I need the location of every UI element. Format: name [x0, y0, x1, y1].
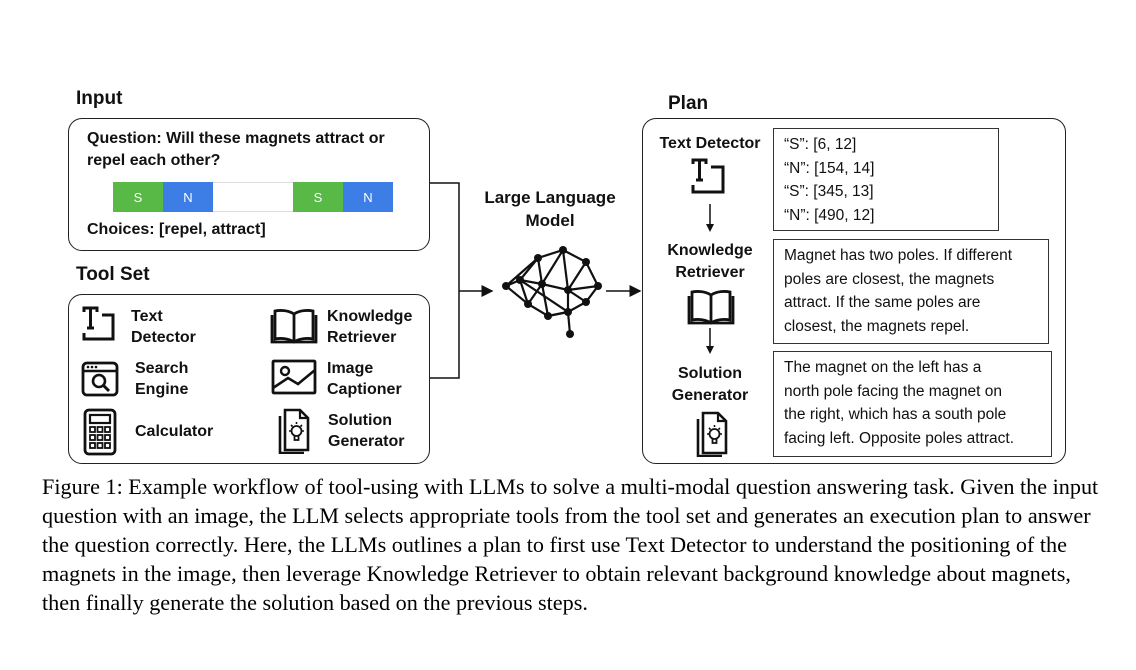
output-line: The magnet on the left has a [784, 359, 982, 376]
calculator-icon [82, 408, 118, 456]
magnets-image: S N S N [113, 182, 393, 212]
output-line: “N”: [154, 14] [784, 159, 875, 177]
solution-generator-output: The magnet on the left has a north pole … [773, 351, 1052, 457]
brain-network-icon [498, 240, 608, 340]
toolset-panel [68, 294, 430, 464]
tool-label-line: Calculator [135, 423, 214, 440]
lightbulb-document-icon [694, 411, 730, 457]
magnet-segment: S [293, 182, 343, 212]
tool-label-line: Generator [328, 433, 405, 450]
magnet-segment: N [163, 182, 213, 212]
plan-step-text-detector: Text Detector [646, 133, 774, 155]
output-line: closest, the magnets repel. [784, 317, 970, 335]
text-detector-icon [80, 306, 120, 342]
tool-label-line: Captioner [327, 381, 402, 398]
tool-search-engine: Search Engine [135, 358, 188, 400]
output-line: north pole facing the magnet on [784, 382, 1003, 400]
input-title: Input [76, 88, 123, 109]
down-arrow-icon [706, 204, 714, 232]
tool-label-line: Detector [131, 329, 196, 346]
text-detector-icon [689, 158, 731, 196]
plan-step-knowledge-retriever: Knowledge Retriever [646, 240, 774, 284]
tool-image-captioner: Image Captioner [327, 358, 402, 400]
output-line: poles are closest, the magnets [784, 270, 995, 288]
magnet-label: S [313, 189, 323, 205]
tool-label-line: Solution [328, 412, 392, 429]
tool-knowledge-retriever: Knowledge Retriever [327, 306, 412, 348]
toolset-title: Tool Set [76, 264, 150, 285]
tool-label-line: Image [327, 360, 374, 377]
plan-step-label: Solution [678, 365, 742, 382]
output-line: “S”: [345, 13] [784, 183, 874, 201]
magnet-label: S [133, 189, 143, 205]
plan-step-label: Text Detector [659, 135, 761, 152]
tool-label-line: Engine [135, 381, 189, 398]
magnet-gap [213, 182, 293, 212]
knowledge-retriever-output: Magnet has two poles. If different poles… [773, 239, 1049, 344]
output-line: “S”: [6, 12] [784, 136, 857, 153]
output-line: facing left. Opposite poles attract. [784, 429, 1015, 447]
magnet-label: N [183, 189, 193, 205]
tool-label-line: Retriever [327, 329, 397, 346]
choices-text: Choices: [repel, attract] [87, 221, 266, 238]
llm-label-line: Model [525, 211, 575, 230]
plan-title: Plan [668, 93, 709, 114]
plan-step-label: Generator [671, 387, 749, 404]
down-arrow-icon [706, 328, 714, 354]
tool-label-line: Knowledge [327, 308, 413, 325]
book-icon [687, 287, 735, 325]
tool-label-line: Text [131, 308, 163, 325]
flow-connectors [430, 182, 642, 379]
llm-label: Large Language Model [474, 186, 626, 232]
output-line: the right, which has a south pole [784, 406, 1007, 424]
output-line: “N”: [490, 12] [784, 206, 875, 224]
tool-solution-generator: Solution Generator [328, 410, 404, 452]
tool-calculator: Calculator [135, 421, 213, 442]
question-text: Question: Will these magnets attract or … [87, 130, 385, 169]
llm-label-line: Large Language [484, 188, 616, 207]
plan-step-label: Retriever [675, 264, 745, 281]
tool-label-line: Search [135, 360, 189, 377]
image-icon [270, 358, 318, 396]
magnet-label: N [363, 189, 373, 205]
text-detector-output: “S”: [6, 12] “N”: [154, 14] “S”: [345, 1… [773, 128, 999, 231]
magnet-segment: N [343, 182, 393, 212]
lightbulb-document-icon [276, 408, 312, 454]
book-icon [270, 306, 318, 344]
magnet-segment: S [113, 182, 163, 212]
figure-caption: Figure 1: Example workflow of tool-using… [42, 474, 1099, 615]
output-line: attract. If the same poles are [784, 294, 981, 312]
search-engine-icon [80, 360, 120, 398]
tool-text-detector: Text Detector [131, 306, 196, 348]
plan-step-solution-generator: Solution Generator [646, 363, 774, 407]
output-line: Magnet has two poles. If different [784, 247, 1013, 264]
plan-step-label: Knowledge [667, 242, 753, 259]
